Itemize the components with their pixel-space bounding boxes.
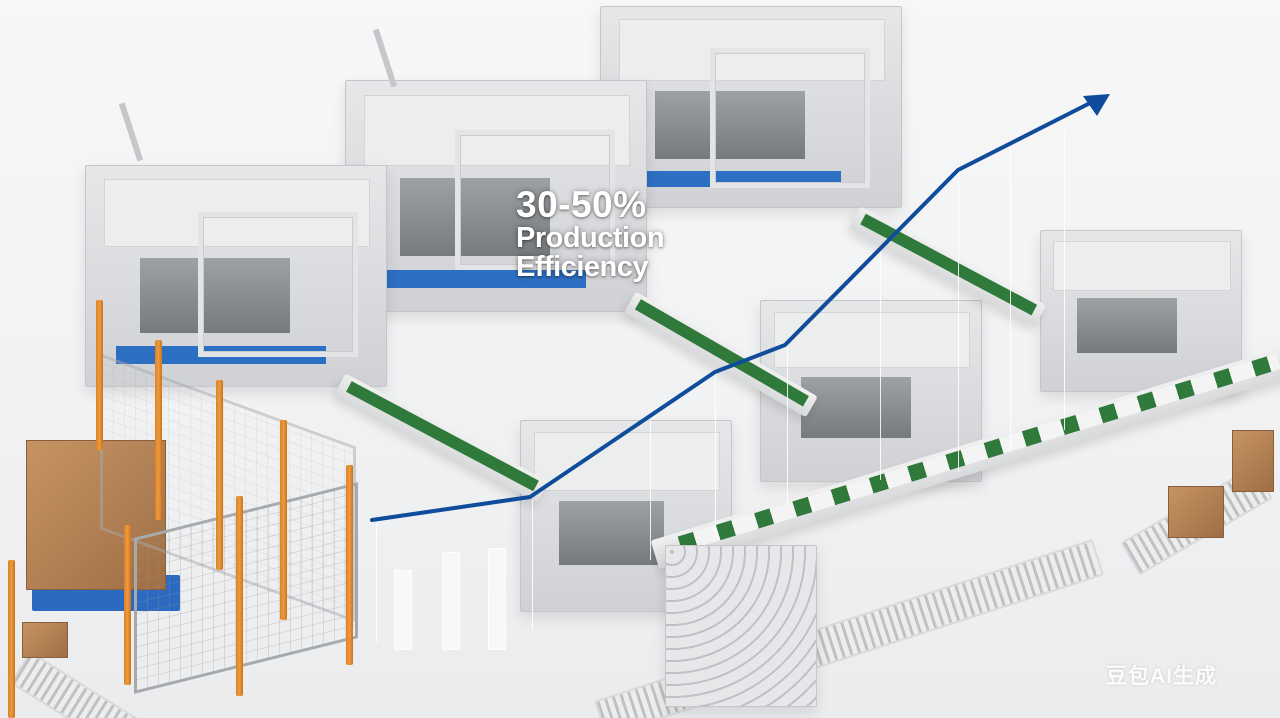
cardboard-box-stack [26, 440, 166, 590]
safety-post [346, 465, 353, 665]
guide-line [532, 500, 533, 630]
case-packer-machine-left [85, 165, 387, 387]
safety-post [124, 525, 131, 685]
guide-line [787, 345, 788, 505]
ghost-bar [488, 548, 506, 650]
guide-line [715, 372, 716, 532]
machine-frame [198, 212, 358, 357]
case-packer-machine-rear-center [345, 80, 647, 312]
efficiency-percentage: 30-50% [516, 184, 647, 225]
case-packer-machine-rear-right [600, 6, 902, 208]
ai-generated-watermark: 豆包AI生成 [1106, 665, 1217, 688]
safety-post [216, 380, 223, 570]
safety-post [96, 300, 103, 450]
guide-line [958, 172, 959, 472]
machine-frame [710, 48, 870, 188]
flow-wrapper-machine-right [1040, 230, 1242, 392]
headline-line-efficiency: Efficiency [516, 251, 649, 284]
cardboard-box [1168, 486, 1224, 538]
safety-post [236, 496, 243, 696]
safety-post [155, 340, 162, 520]
guide-line [1064, 130, 1065, 430]
cardboard-box-small [22, 622, 68, 658]
machine-frame [455, 130, 615, 270]
efficiency-headline: 30-50% Production Efficiency [516, 184, 665, 284]
headline-line-production: Production [516, 221, 665, 254]
ghost-bar [394, 570, 412, 650]
safety-post [8, 560, 15, 718]
guide-line [880, 250, 881, 480]
guide-line [1010, 150, 1011, 450]
cardboard-box [1232, 430, 1274, 492]
case-erector-machine [665, 545, 817, 707]
guide-line [376, 522, 377, 642]
safety-post [280, 420, 287, 620]
ghost-bar [442, 552, 460, 650]
guide-line [650, 420, 651, 560]
